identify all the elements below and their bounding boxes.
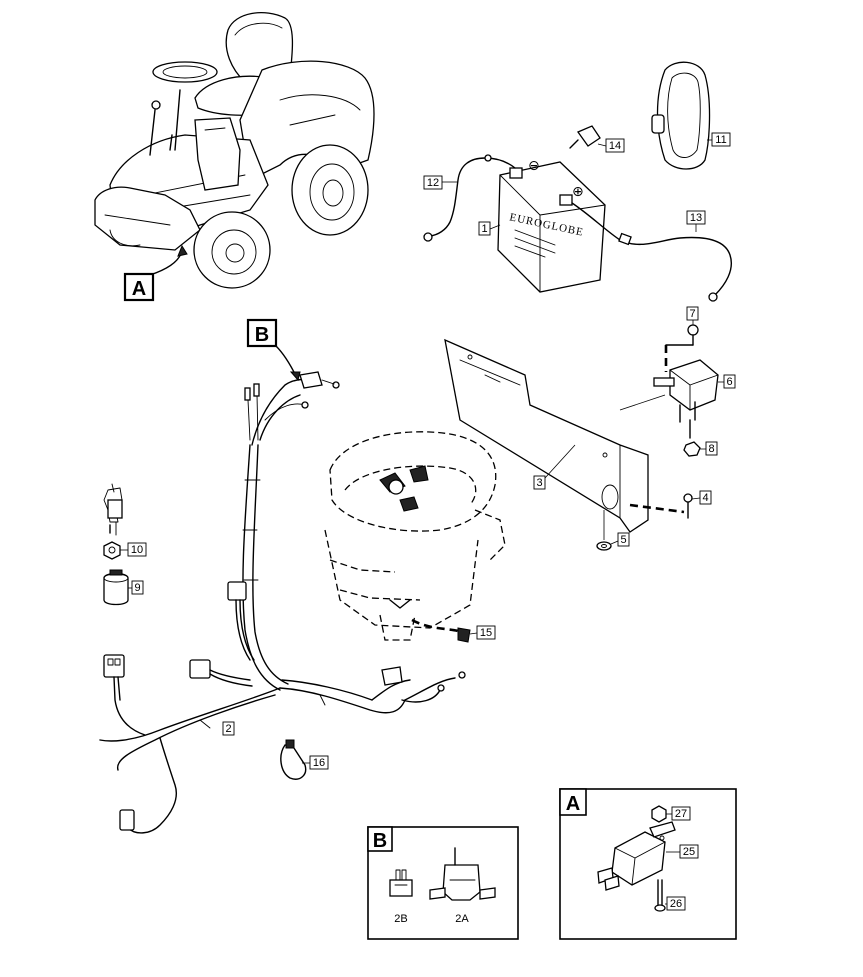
- riding-mower-illustration: [94, 12, 375, 289]
- svg-text:2: 2: [225, 723, 231, 735]
- ignition-switch-assembly: [103, 483, 129, 606]
- part-label-3: 3: [533, 444, 576, 490]
- relay-25: [597, 821, 676, 891]
- svg-text:4: 4: [702, 492, 708, 504]
- battery-illustration: ⊖ ⊕ EUROGLOBE: [497, 158, 606, 293]
- svg-text:9: 9: [134, 582, 140, 594]
- svg-text:6: 6: [726, 376, 732, 388]
- svg-text:27: 27: [675, 808, 687, 820]
- part-label-15: 15: [469, 625, 496, 640]
- callout-a: A: [123, 272, 155, 302]
- svg-text:12: 12: [427, 177, 439, 189]
- svg-text:11: 11: [715, 134, 726, 146]
- bolt-26: [654, 879, 666, 912]
- washer-5: [596, 510, 612, 551]
- svg-text:14: 14: [609, 140, 621, 152]
- part-label-10: 10: [120, 542, 147, 557]
- detail-a-title: A: [566, 793, 580, 815]
- part-label-7: 7: [686, 306, 699, 325]
- detail-b-title: B: [373, 830, 387, 852]
- part-label-16: 16: [302, 755, 329, 770]
- negative-cable: [429, 157, 516, 237]
- part-label-8: 8: [700, 441, 718, 456]
- svg-text:5: 5: [620, 534, 626, 546]
- svg-text:25: 25: [683, 846, 695, 858]
- positive-cable-lug: [708, 292, 718, 302]
- nut-8: [683, 441, 701, 457]
- battery-plus-terminal: ⊕: [572, 184, 584, 200]
- fuse-2b-label: 2B: [394, 913, 407, 925]
- solenoid: [619, 359, 719, 439]
- part-label-1: 1: [478, 221, 501, 236]
- part-label-2: 2: [222, 721, 235, 736]
- svg-text:16: 16: [313, 757, 325, 769]
- bolt-7: [664, 324, 699, 372]
- svg-text:7: 7: [689, 308, 695, 320]
- mounting-bracket: [444, 338, 649, 533]
- svg-text:3: 3: [536, 477, 542, 489]
- negative-cable-lug: [423, 232, 433, 242]
- part-label-4: 4: [691, 490, 712, 505]
- fuse-2b: [389, 869, 413, 897]
- battery-minus-terminal: ⊖: [528, 158, 540, 174]
- engine-illustration: [324, 431, 506, 641]
- part-label-14: 14: [597, 138, 625, 153]
- cable-tie: [280, 739, 307, 780]
- part-label-11: 11: [707, 132, 731, 147]
- detail-b-panel: B 2B 2A: [367, 826, 519, 940]
- part-label-5: 5: [610, 532, 630, 547]
- detail-a-panel: A 27 25 26: [559, 788, 737, 940]
- part-label-12: 12: [423, 175, 457, 190]
- callout-b: B: [246, 318, 278, 348]
- nut-27: [651, 805, 667, 823]
- wiring-harness: [99, 345, 466, 834]
- svg-text:10: 10: [131, 544, 143, 556]
- part-label-13: 13: [686, 210, 706, 232]
- callout-b-label: B: [255, 324, 269, 346]
- svg-text:26: 26: [670, 898, 682, 910]
- svg-text:8: 8: [708, 443, 714, 455]
- bolt-4: [629, 493, 693, 519]
- ground-cable: [411, 618, 471, 643]
- svg-text:1: 1: [481, 223, 487, 235]
- callout-a-label: A: [132, 278, 146, 300]
- positive-cable: [571, 202, 732, 296]
- battery-strap: [651, 61, 711, 170]
- terminal-cover: [569, 125, 601, 149]
- fuse-holder-2a: [429, 847, 496, 901]
- fuse-holder-2a-label: 2A: [455, 913, 469, 925]
- part-label-9: 9: [128, 580, 144, 595]
- svg-text:15: 15: [480, 627, 492, 639]
- part-label-6: 6: [718, 374, 736, 389]
- svg-text:13: 13: [690, 212, 702, 224]
